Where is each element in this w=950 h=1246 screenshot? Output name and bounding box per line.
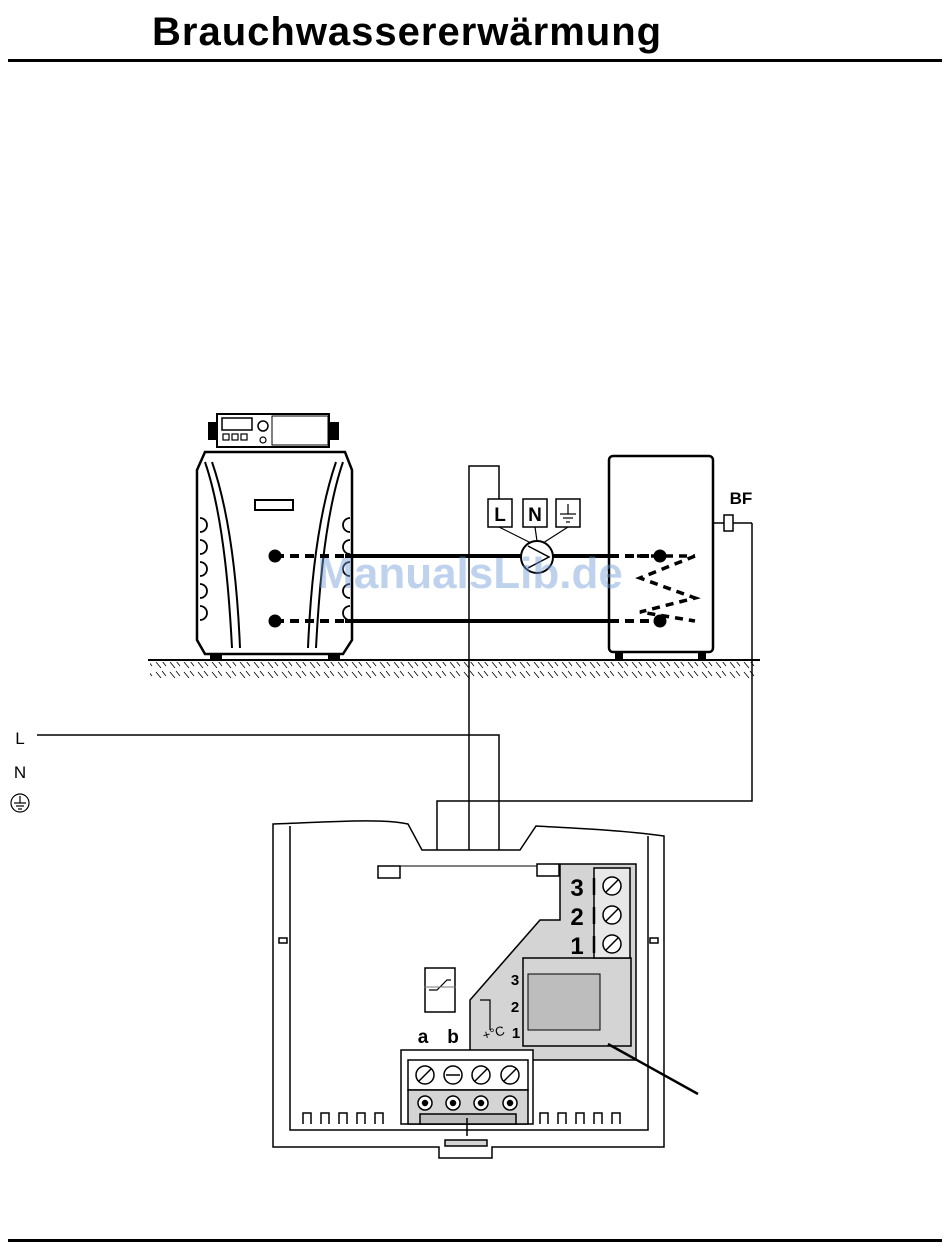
mains-terminal-block [401,1050,533,1136]
pump-terminal-N-label: N [528,505,542,526]
ground-floor [148,660,760,678]
sensor-bf-label: BF [730,489,753,508]
terminal-1-label: 1 [570,933,583,960]
terminal-3-label: 3 [570,875,583,902]
pump-terminal-L-label: L [494,505,506,526]
mains-N-label: N [14,763,26,782]
thermostat-3-label: 3 [511,972,519,989]
thermostat-icon [424,968,456,1012]
ground-icon [556,499,580,527]
screw-terminal-icon [603,877,621,953]
thermostat-2-label: 2 [511,999,519,1016]
mains-L-label: L [15,729,24,748]
thermostat-b-label: b [447,1027,459,1048]
thermostat-a-label: a [418,1027,429,1048]
watermark: ManualsLib.de [317,549,623,598]
thermostat-1-label: 1 [512,1025,520,1042]
terminal-2-label: 2 [570,904,583,931]
sensor-bf [713,515,752,531]
mains-ground-icon [11,794,29,812]
